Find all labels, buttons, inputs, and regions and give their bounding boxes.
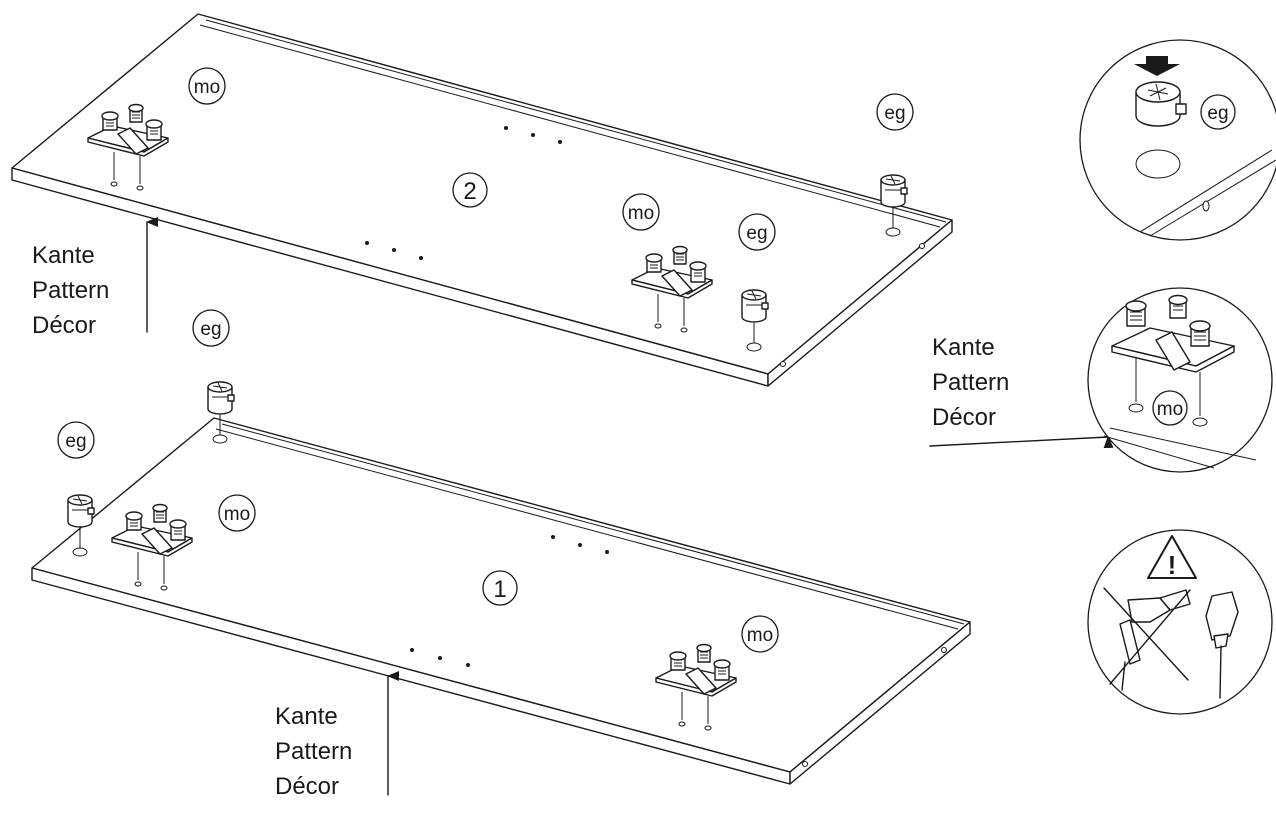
svg-text:Kante: Kante <box>932 334 995 361</box>
svg-text:mo: mo <box>194 77 220 98</box>
hardware-code-mo: mo <box>741 615 779 653</box>
svg-text:Pattern: Pattern <box>32 277 109 304</box>
svg-text:mo: mo <box>224 504 250 525</box>
svg-text:eg: eg <box>746 223 767 244</box>
edge-label-top: Kante Pattern Décor <box>32 217 158 339</box>
hardware-code-mo: mo <box>622 193 660 231</box>
hardware-code-eg: eg <box>192 309 230 347</box>
detail-no-power-drill: ! <box>1087 529 1273 715</box>
screwdriver-icon <box>1205 591 1239 699</box>
cross-line <box>1103 587 1189 681</box>
hardware-code-mo: mo <box>218 494 256 532</box>
cross-line <box>1109 589 1191 685</box>
down-arrow-icon <box>1134 56 1180 76</box>
edge-label-bottom: Kante Pattern Décor <box>275 671 399 800</box>
svg-text:Décor: Décor <box>275 773 339 800</box>
hardware-code-mo: mo <box>188 67 226 105</box>
svg-text:eg: eg <box>65 431 86 452</box>
svg-text:eg: eg <box>200 319 221 340</box>
svg-text:mo: mo <box>1157 399 1183 420</box>
part-number-2: 2 <box>452 172 488 208</box>
svg-text:mo: mo <box>628 203 654 224</box>
warning-triangle-icon: ! <box>1147 535 1197 580</box>
svg-text:eg: eg <box>1207 103 1228 124</box>
svg-text:eg: eg <box>884 103 905 124</box>
svg-text:Kante: Kante <box>275 703 338 730</box>
svg-text:mo: mo <box>747 625 773 646</box>
svg-text:Pattern: Pattern <box>932 369 1009 396</box>
hardware-code-eg: eg <box>57 421 95 459</box>
part-number-1: 1 <box>482 570 518 606</box>
detail-cam-fitting: eg <box>1079 39 1276 241</box>
svg-text:!: ! <box>1168 550 1177 580</box>
svg-text:Décor: Décor <box>932 404 996 431</box>
detail-bracket-fitting: mo <box>1087 287 1273 473</box>
svg-text:Décor: Décor <box>32 312 96 339</box>
svg-text:Kante: Kante <box>32 242 95 269</box>
svg-text:2: 2 <box>463 178 476 205</box>
hardware-code-eg: eg <box>876 93 914 131</box>
hardware-code-eg: eg <box>738 213 776 251</box>
svg-text:1: 1 <box>493 576 506 603</box>
edge-label-detail: Kante Pattern Décor <box>929 334 1114 449</box>
svg-text:Pattern: Pattern <box>275 738 352 765</box>
